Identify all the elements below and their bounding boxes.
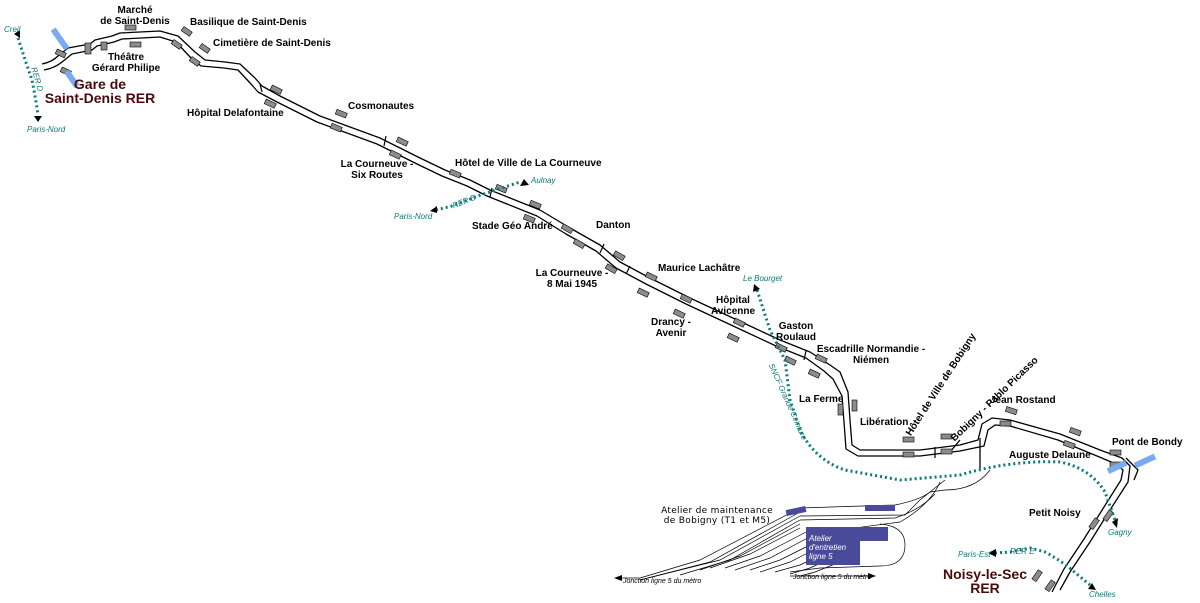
station-hotel-de-ville-de-la-courneuve[interactable]: Hôtel de Ville de La Courneuve [455, 158, 602, 169]
depot-metro-workshop: Atelier d'entretien ligne 5 [809, 534, 847, 561]
connection-gagny: Gagny [1108, 528, 1132, 537]
station-hopital-avicenne[interactable]: Hôpital Avicenne [710, 295, 756, 317]
connection-paris-nord-2: Paris-Nord [394, 212, 433, 221]
station-danton[interactable]: Danton [596, 220, 631, 231]
station-basilique-de-saint-denis[interactable]: Basilique de Saint-Denis [190, 17, 307, 28]
connection-le-bourget: Le Bourget [743, 274, 783, 283]
station-drancy-avenir[interactable]: Drancy - Avenir [650, 317, 691, 339]
connection-chelles: Chelles [1089, 590, 1116, 599]
station-auguste-delaune[interactable]: Auguste Delaune [1009, 450, 1091, 461]
station-cosmonautes[interactable]: Cosmonautes [348, 101, 415, 112]
station-platforms [54, 24, 1122, 593]
station-maurice-lachatre[interactable]: Maurice Lachâtre [658, 263, 741, 274]
station-pont-de-bondy[interactable]: Pont de Bondy [1112, 437, 1183, 448]
station-la-courneuve-six-routes[interactable]: La Courneuve - Six Routes [340, 159, 414, 181]
rer-platforms [50, 27, 1157, 474]
connection-paris-est: Paris-Est [958, 550, 991, 559]
station-cimetiere-de-saint-denis[interactable]: Cimetière de Saint-Denis [213, 38, 331, 49]
station-gare-de-saint-denis-rer[interactable]: Gare de Saint-Denis RER [44, 76, 156, 106]
station-theatre-gerard-philipe[interactable]: Théâtre Gérard Philipe [91, 52, 161, 74]
station-marche-de-saint-denis[interactable]: Marché de Saint-Denis [100, 5, 170, 27]
station-jean-rostand[interactable]: Jean Rostand [990, 395, 1056, 406]
connection-creil: Creil [4, 25, 21, 34]
connection-aulnay: Aulnay [531, 176, 556, 185]
depot-buildings [785, 505, 895, 565]
station-noisy-le-sec-rer[interactable]: Noisy-le-Sec RER [942, 566, 1028, 596]
depot-junction-1: Jonction ligne 5 du métro [623, 578, 702, 585]
station-stade-geo-andre[interactable]: Stade Géo André [472, 221, 553, 232]
rer-connections [16, 37, 1117, 587]
connection-arrowheads [14, 30, 1118, 590]
station-escadrille-normandie-niemen[interactable]: Escadrille Normandie - Niémen [816, 344, 926, 366]
station-hopital-delafontaine[interactable]: Hôpital Delafontaine [187, 108, 284, 119]
junction-arrows [614, 573, 876, 581]
depot-title: Atelier de maintenance de Bobigny (T1 et… [661, 506, 773, 526]
connection-paris-nord-1: Paris-Nord [27, 125, 66, 134]
station-ticks [259, 83, 936, 458]
connection-rer-e: RER E [1010, 547, 1035, 556]
station-gaston-roulaud[interactable]: Gaston Roulaud [776, 321, 816, 343]
station-petit-noisy[interactable]: Petit Noisy [1029, 508, 1081, 519]
tram-track [41, 30, 1139, 593]
station-liberation[interactable]: Libération [860, 417, 909, 428]
depot-junction-2: Jonction ligne 5 du métro [793, 574, 872, 581]
station-la-courneuve-8-mai-1945[interactable]: La Courneuve - 8 Mai 1945 [535, 268, 609, 290]
station-la-ferme[interactable]: La Ferme [799, 394, 844, 405]
